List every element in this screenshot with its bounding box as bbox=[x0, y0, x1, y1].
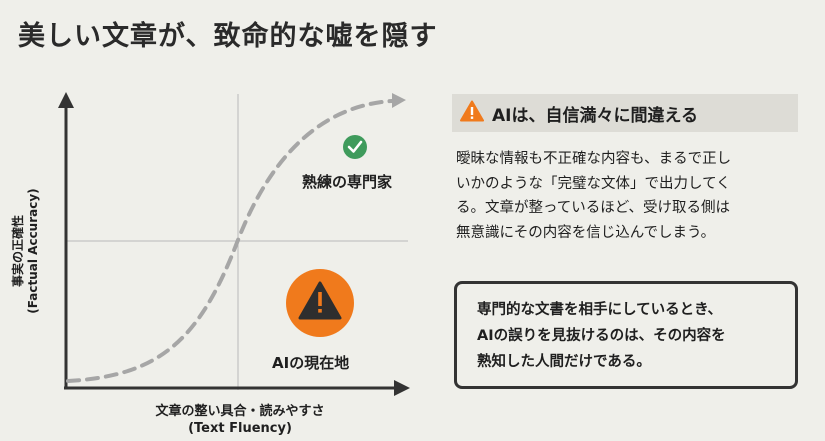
warning-triangle-icon bbox=[286, 269, 354, 337]
warning-body-line: 無意識にその内容を信じ込んでしまう。 bbox=[456, 224, 716, 241]
callout-box: 専門的な文書を相手にしているとき、 AIの誤りを見抜けるのは、その内容を 熟知し… bbox=[454, 281, 798, 389]
x-axis-arrow bbox=[394, 380, 410, 396]
warning-heading-text: AIは、自信満々に間違える bbox=[492, 105, 698, 126]
warning-body-line: 曖昧な情報も不正確な内容も、まるで正し bbox=[456, 151, 732, 167]
warning-body: 曖昧な情報も不正確な内容も、まるで正し いかのような「完璧な文体」で出力してく … bbox=[456, 147, 802, 245]
y-axis-label: 事実の正確性 (Factual Accuracy) bbox=[11, 171, 41, 331]
warning-body-line: いかのような「完璧な文体」で出力してく bbox=[456, 175, 731, 192]
x-axis-label-en: (Text Fluency) bbox=[188, 421, 292, 436]
callout-line: 専門的な文書を相手にしているとき、 bbox=[477, 302, 723, 318]
warning-body-line: る。文章が整っているほど、受け取る側は bbox=[456, 200, 731, 216]
y-axis-label-jp: 事実の正確性 bbox=[11, 215, 25, 288]
expert-label: 熟練の専門家 bbox=[302, 173, 393, 191]
callout-line: AIの誤りを見抜けるのは、その内容を bbox=[477, 328, 726, 344]
y-axis-label-en: (Factual Accuracy) bbox=[26, 188, 40, 314]
s-curve bbox=[66, 99, 394, 383]
callout-line: 熟知した人間だけである。 bbox=[477, 354, 651, 370]
check-circle-icon bbox=[343, 135, 367, 159]
x-axis-label: 文章の整い具合・読みやすさ (Text Fluency) bbox=[110, 403, 370, 437]
warning-triangle-icon bbox=[460, 100, 484, 126]
warning-heading: AIは、自信満々に間違える bbox=[452, 94, 798, 132]
ai-position-label: AIの現在地 bbox=[272, 354, 350, 372]
y-axis-arrow bbox=[58, 92, 74, 108]
x-axis-label-jp: 文章の整い具合・読みやすさ bbox=[155, 404, 325, 419]
quadrant-diagram bbox=[58, 92, 410, 396]
curve-arrow-head bbox=[392, 93, 406, 108]
page-title: 美しい文章が、致命的な嘘を隠す bbox=[18, 21, 438, 52]
